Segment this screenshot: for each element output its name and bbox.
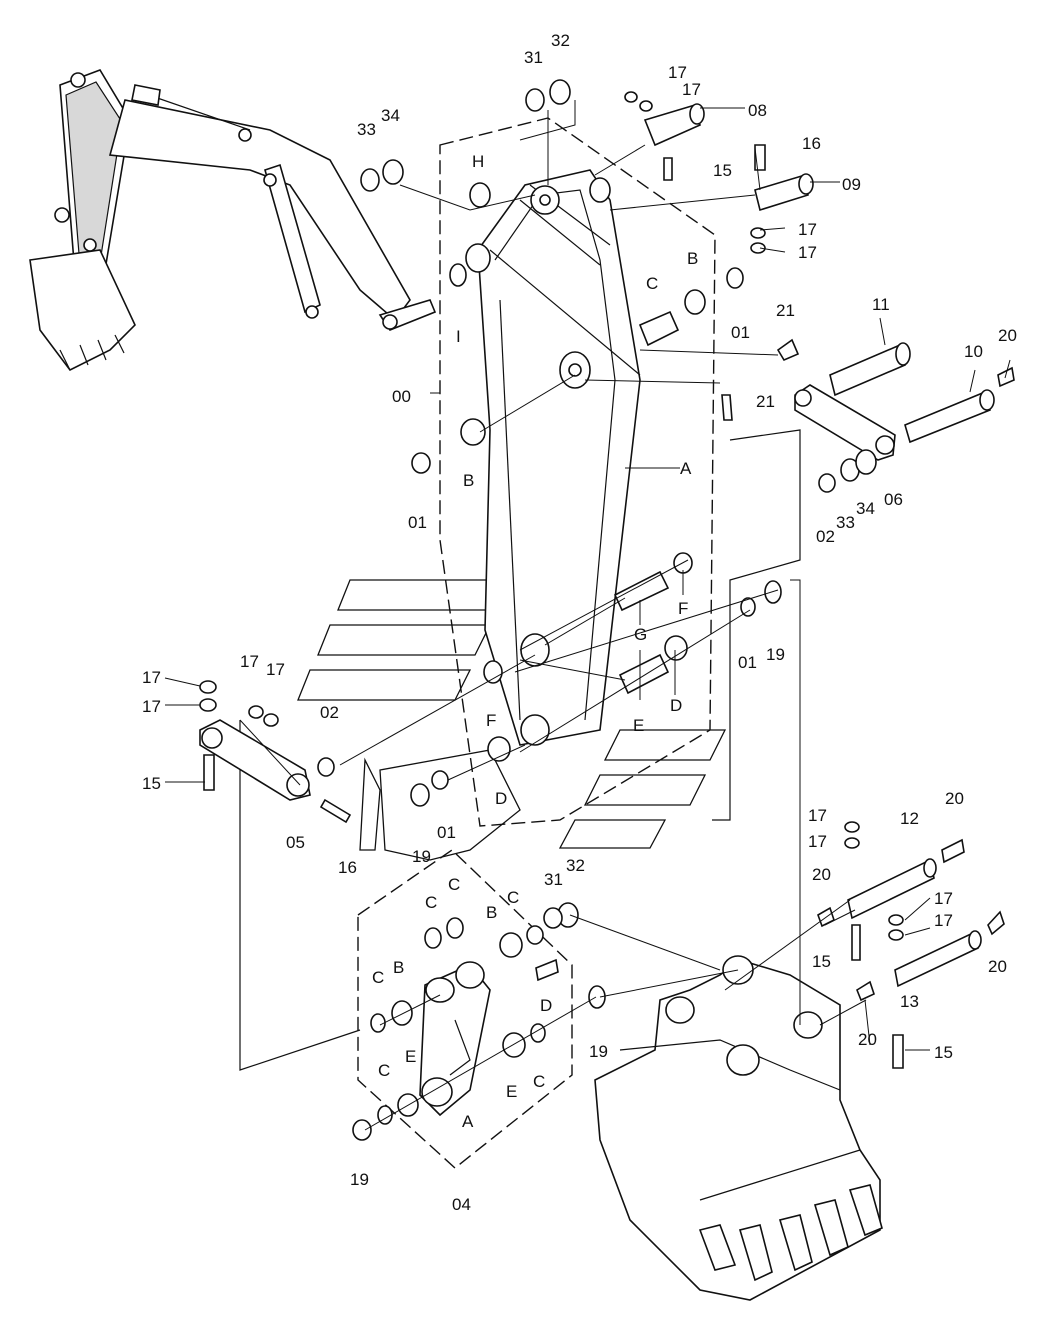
arm-body <box>465 169 641 746</box>
label-09: 09 <box>842 175 861 194</box>
label-19a: 19 <box>766 645 785 664</box>
label-19c: 19 <box>589 1042 608 1061</box>
label-17k: 17 <box>934 889 953 908</box>
label-32a: 32 <box>551 31 570 50</box>
label-B2: B <box>463 471 474 490</box>
label-17d: 17 <box>266 660 285 679</box>
label-17e: 17 <box>668 63 687 82</box>
label-15d: 15 <box>934 1043 953 1062</box>
link-06 <box>794 384 896 461</box>
label-C5: C <box>372 968 384 987</box>
label-02a: 02 <box>320 703 339 722</box>
label-17g: 17 <box>798 220 817 239</box>
label-G: G <box>634 625 647 644</box>
label-B4: B <box>393 958 404 977</box>
label-15a: 15 <box>142 774 161 793</box>
label-H: H <box>472 152 484 171</box>
label-17c: 17 <box>240 652 259 671</box>
label-I: I <box>456 327 461 346</box>
label-11: 11 <box>872 295 890 314</box>
label-E2: E <box>405 1047 416 1066</box>
label-E1: E <box>633 716 644 735</box>
label-08: 08 <box>748 101 767 120</box>
label-C2: C <box>448 875 460 894</box>
label-20b: 20 <box>945 789 964 808</box>
label-E3: E <box>506 1082 517 1101</box>
label-17h: 17 <box>798 243 817 262</box>
arm-assembly-outline <box>439 117 716 827</box>
link-assembly <box>419 961 491 1117</box>
label-20c: 20 <box>812 865 831 884</box>
label-19d: 19 <box>350 1170 369 1189</box>
label-15b: 15 <box>713 161 732 180</box>
label-13: 13 <box>900 992 919 1011</box>
label-D2: D <box>495 789 507 808</box>
label-12: 12 <box>900 809 919 828</box>
label-C3: C <box>425 893 437 912</box>
label-A2: A <box>462 1112 474 1131</box>
label-32b: 32 <box>566 856 585 875</box>
label-C4: C <box>507 888 519 907</box>
label-10: 10 <box>964 342 983 361</box>
label-19b: 19 <box>412 847 431 866</box>
label-01d: 01 <box>437 823 456 842</box>
bucket-link-group-outline <box>239 720 361 1071</box>
callout-labels: 00 01 01 01 01 02 02 04 05 06 08 09 10 1… <box>142 31 1017 1214</box>
label-C7: C <box>378 1061 390 1080</box>
pin-group-outline <box>712 429 801 821</box>
label-31b: 31 <box>544 870 563 889</box>
label-20a: 20 <box>998 326 1017 345</box>
label-34b: 34 <box>856 499 875 518</box>
label-17j: 17 <box>808 832 827 851</box>
label-B3: B <box>486 903 497 922</box>
label-20d: 20 <box>988 957 1007 976</box>
bucket <box>594 955 883 1301</box>
label-17i: 17 <box>808 806 827 825</box>
label-15c: 15 <box>812 952 831 971</box>
label-F2: F <box>486 711 496 730</box>
label-17l: 17 <box>934 911 953 930</box>
label-21a: 21 <box>776 301 795 320</box>
label-05: 05 <box>286 833 305 852</box>
label-D3: D <box>540 996 552 1015</box>
label-00: 00 <box>392 387 411 406</box>
label-06: 06 <box>884 490 903 509</box>
label-01c: 01 <box>738 653 757 672</box>
label-34a: 34 <box>381 106 400 125</box>
label-B1: B <box>687 249 698 268</box>
label-D1: D <box>670 696 682 715</box>
label-F1: F <box>678 599 688 618</box>
label-31a: 31 <box>524 48 543 67</box>
label-16a: 16 <box>338 858 357 877</box>
link-05 <box>199 719 311 801</box>
label-17a: 17 <box>142 668 161 687</box>
label-01a: 01 <box>408 513 427 532</box>
label-33b: 33 <box>836 513 855 532</box>
label-02b: 02 <box>816 527 835 546</box>
label-17b: 17 <box>142 697 161 716</box>
label-A1: A <box>680 459 692 478</box>
pins <box>643 103 995 988</box>
leader-lines <box>164 100 1011 1131</box>
excavator-overview <box>29 69 437 372</box>
label-21b: 21 <box>756 392 775 411</box>
label-04: 04 <box>452 1195 471 1214</box>
link-assembly-outline <box>357 849 573 1169</box>
label-01b: 01 <box>731 323 750 342</box>
label-17f: 17 <box>682 80 701 99</box>
label-C6: C <box>533 1072 545 1091</box>
label-C1: C <box>646 274 658 293</box>
label-20e: 20 <box>858 1030 877 1049</box>
label-16b: 16 <box>802 134 821 153</box>
label-33a: 33 <box>357 120 376 139</box>
